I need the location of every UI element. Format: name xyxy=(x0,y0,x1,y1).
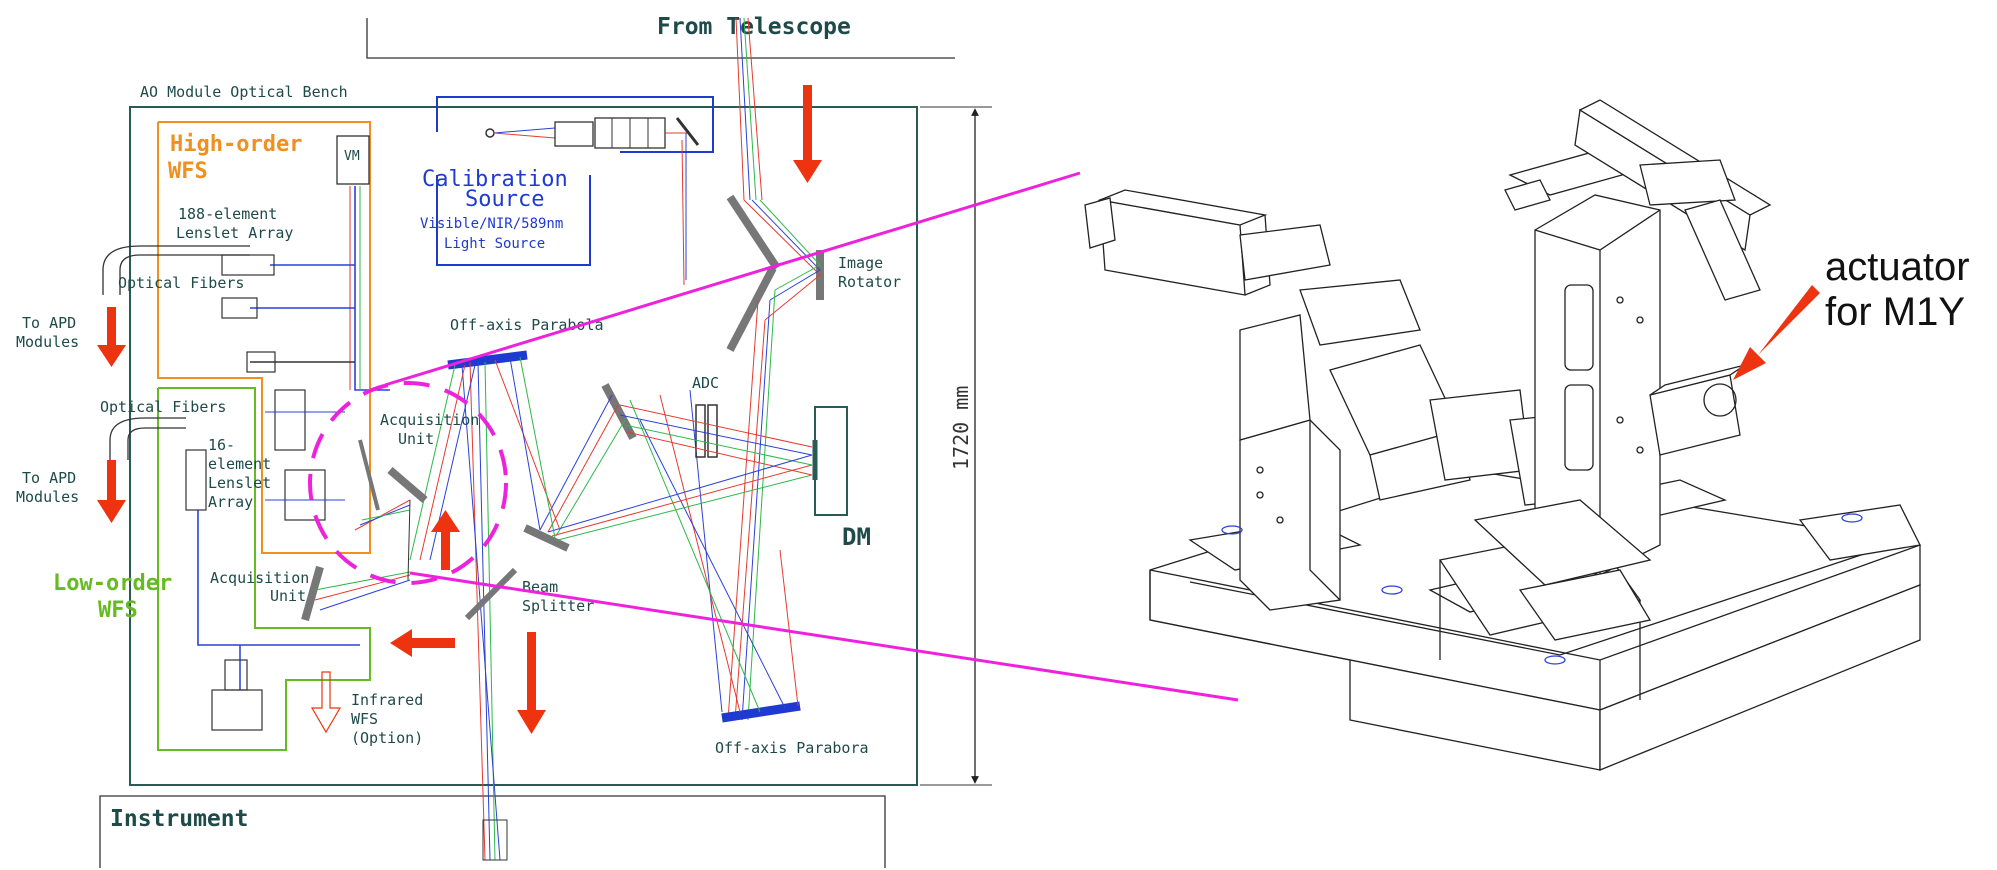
to-apd-bottom-label-2: Modules xyxy=(16,488,79,506)
optical-fibers-bottom-label: Optical Fibers xyxy=(100,398,226,416)
oap-bottom: Off-axis Parabora xyxy=(629,389,869,757)
infrared-wfs: Infrared WFS (Option) xyxy=(310,671,423,747)
low-order-label-2: WFS xyxy=(98,598,138,623)
acquisition-unit-drawing xyxy=(1084,99,1921,771)
image-rotator: Image Rotator xyxy=(726,194,901,721)
oap-bottom-label: Off-axis Parabora xyxy=(715,739,869,757)
lenslet16-label-3: Lenslet xyxy=(208,474,271,492)
acq-unit-left-label-1: Acquisition xyxy=(210,569,309,587)
acq-unit-left-label-2: Unit xyxy=(270,587,306,605)
infrared-label-1: Infrared xyxy=(351,691,423,709)
dimension-indicator: 1720 mm xyxy=(920,106,992,786)
acq-unit-right-label-1: Acquisition xyxy=(380,411,479,429)
beam-splitter: Beam Splitter xyxy=(464,567,594,621)
arrow-up-acq xyxy=(431,510,460,570)
instrument-panel: Instrument xyxy=(99,795,886,868)
optical-fibers-top-label: Optical Fibers xyxy=(118,274,244,292)
high-order-wfs: High-order WFS xyxy=(157,121,371,554)
deformable-mirror: DM xyxy=(812,406,871,551)
adc-label: ADC xyxy=(692,374,719,392)
arrow-down-apd-top xyxy=(97,307,126,367)
actuator-label-2: for M1Y xyxy=(1825,290,1965,334)
actuator-label-1: actuator xyxy=(1825,245,1970,289)
dm-label: DM xyxy=(842,523,871,551)
low-order-label-1: Low-order xyxy=(53,571,172,596)
arrow-left-lowwfs xyxy=(390,629,455,657)
lenslet16-label-2: element xyxy=(208,455,271,473)
high-order-label-2: WFS xyxy=(168,159,208,184)
dimension-label: 1720 mm xyxy=(949,386,973,470)
fold-mirrors xyxy=(523,383,813,552)
acquisition-units: Acquisition Unit Acquisition Unit xyxy=(210,411,479,622)
optical-bench: AO Module Optical Bench xyxy=(129,83,918,786)
calibration-label-4: Light Source xyxy=(444,236,545,252)
to-apd-bottom-label-1: To APD xyxy=(22,469,76,487)
low-order-wfs: Low-order WFS xyxy=(53,387,371,751)
lenslet188-label-2: Lenslet Array xyxy=(176,224,293,242)
arrow-down-apd-bottom xyxy=(97,460,126,523)
infrared-label-2: WFS xyxy=(351,710,378,728)
high-order-label-1: High-order xyxy=(170,132,302,157)
flow-arrows xyxy=(97,85,822,734)
optical-fibers-bottom: Optical Fibers To APD Modules 16- elemen… xyxy=(16,398,360,731)
lenslet188-label-1: 188-element xyxy=(178,205,277,223)
calibration-label-1: Calibration xyxy=(422,167,568,192)
actuator-arrow xyxy=(1733,285,1820,380)
high-order-internals: VM 188-element Lenslet Array xyxy=(176,135,390,521)
calibration-source: Calibration Source Visible/NIR/589nm Lig… xyxy=(420,96,714,286)
bench-label: AO Module Optical Bench xyxy=(140,83,348,101)
telescope-beam xyxy=(735,17,763,201)
calibration-label-2: Source xyxy=(465,187,544,212)
instrument-label: Instrument xyxy=(110,806,248,832)
image-rotator-label-1: Image xyxy=(838,254,883,272)
image-rotator-label-2: Rotator xyxy=(838,273,901,291)
arrow-down-telescope xyxy=(793,85,822,183)
lenslet16-label-4: Array xyxy=(208,493,253,511)
infrared-label-3: (Option) xyxy=(351,729,423,747)
optical-fibers-top: Optical Fibers To APD Modules xyxy=(16,245,250,351)
calibration-label-3: Visible/NIR/589nm xyxy=(420,216,563,232)
to-apd-top-label-2: Modules xyxy=(16,333,79,351)
beam-splitter-label-2: Splitter xyxy=(522,597,594,615)
acq-unit-right-label-2: Unit xyxy=(398,430,434,448)
vm-label: VM xyxy=(344,149,360,164)
lenslet16-label-1: 16- xyxy=(208,436,235,454)
from-telescope-panel: From Telescope xyxy=(366,14,955,59)
arrow-down-instrument xyxy=(517,632,546,734)
to-apd-top-label-1: To APD xyxy=(22,314,76,332)
zoom-callout xyxy=(308,171,1239,702)
actuator-annotation: actuator for M1Y xyxy=(1733,245,1970,380)
from-telescope-label: From Telescope xyxy=(657,14,851,40)
